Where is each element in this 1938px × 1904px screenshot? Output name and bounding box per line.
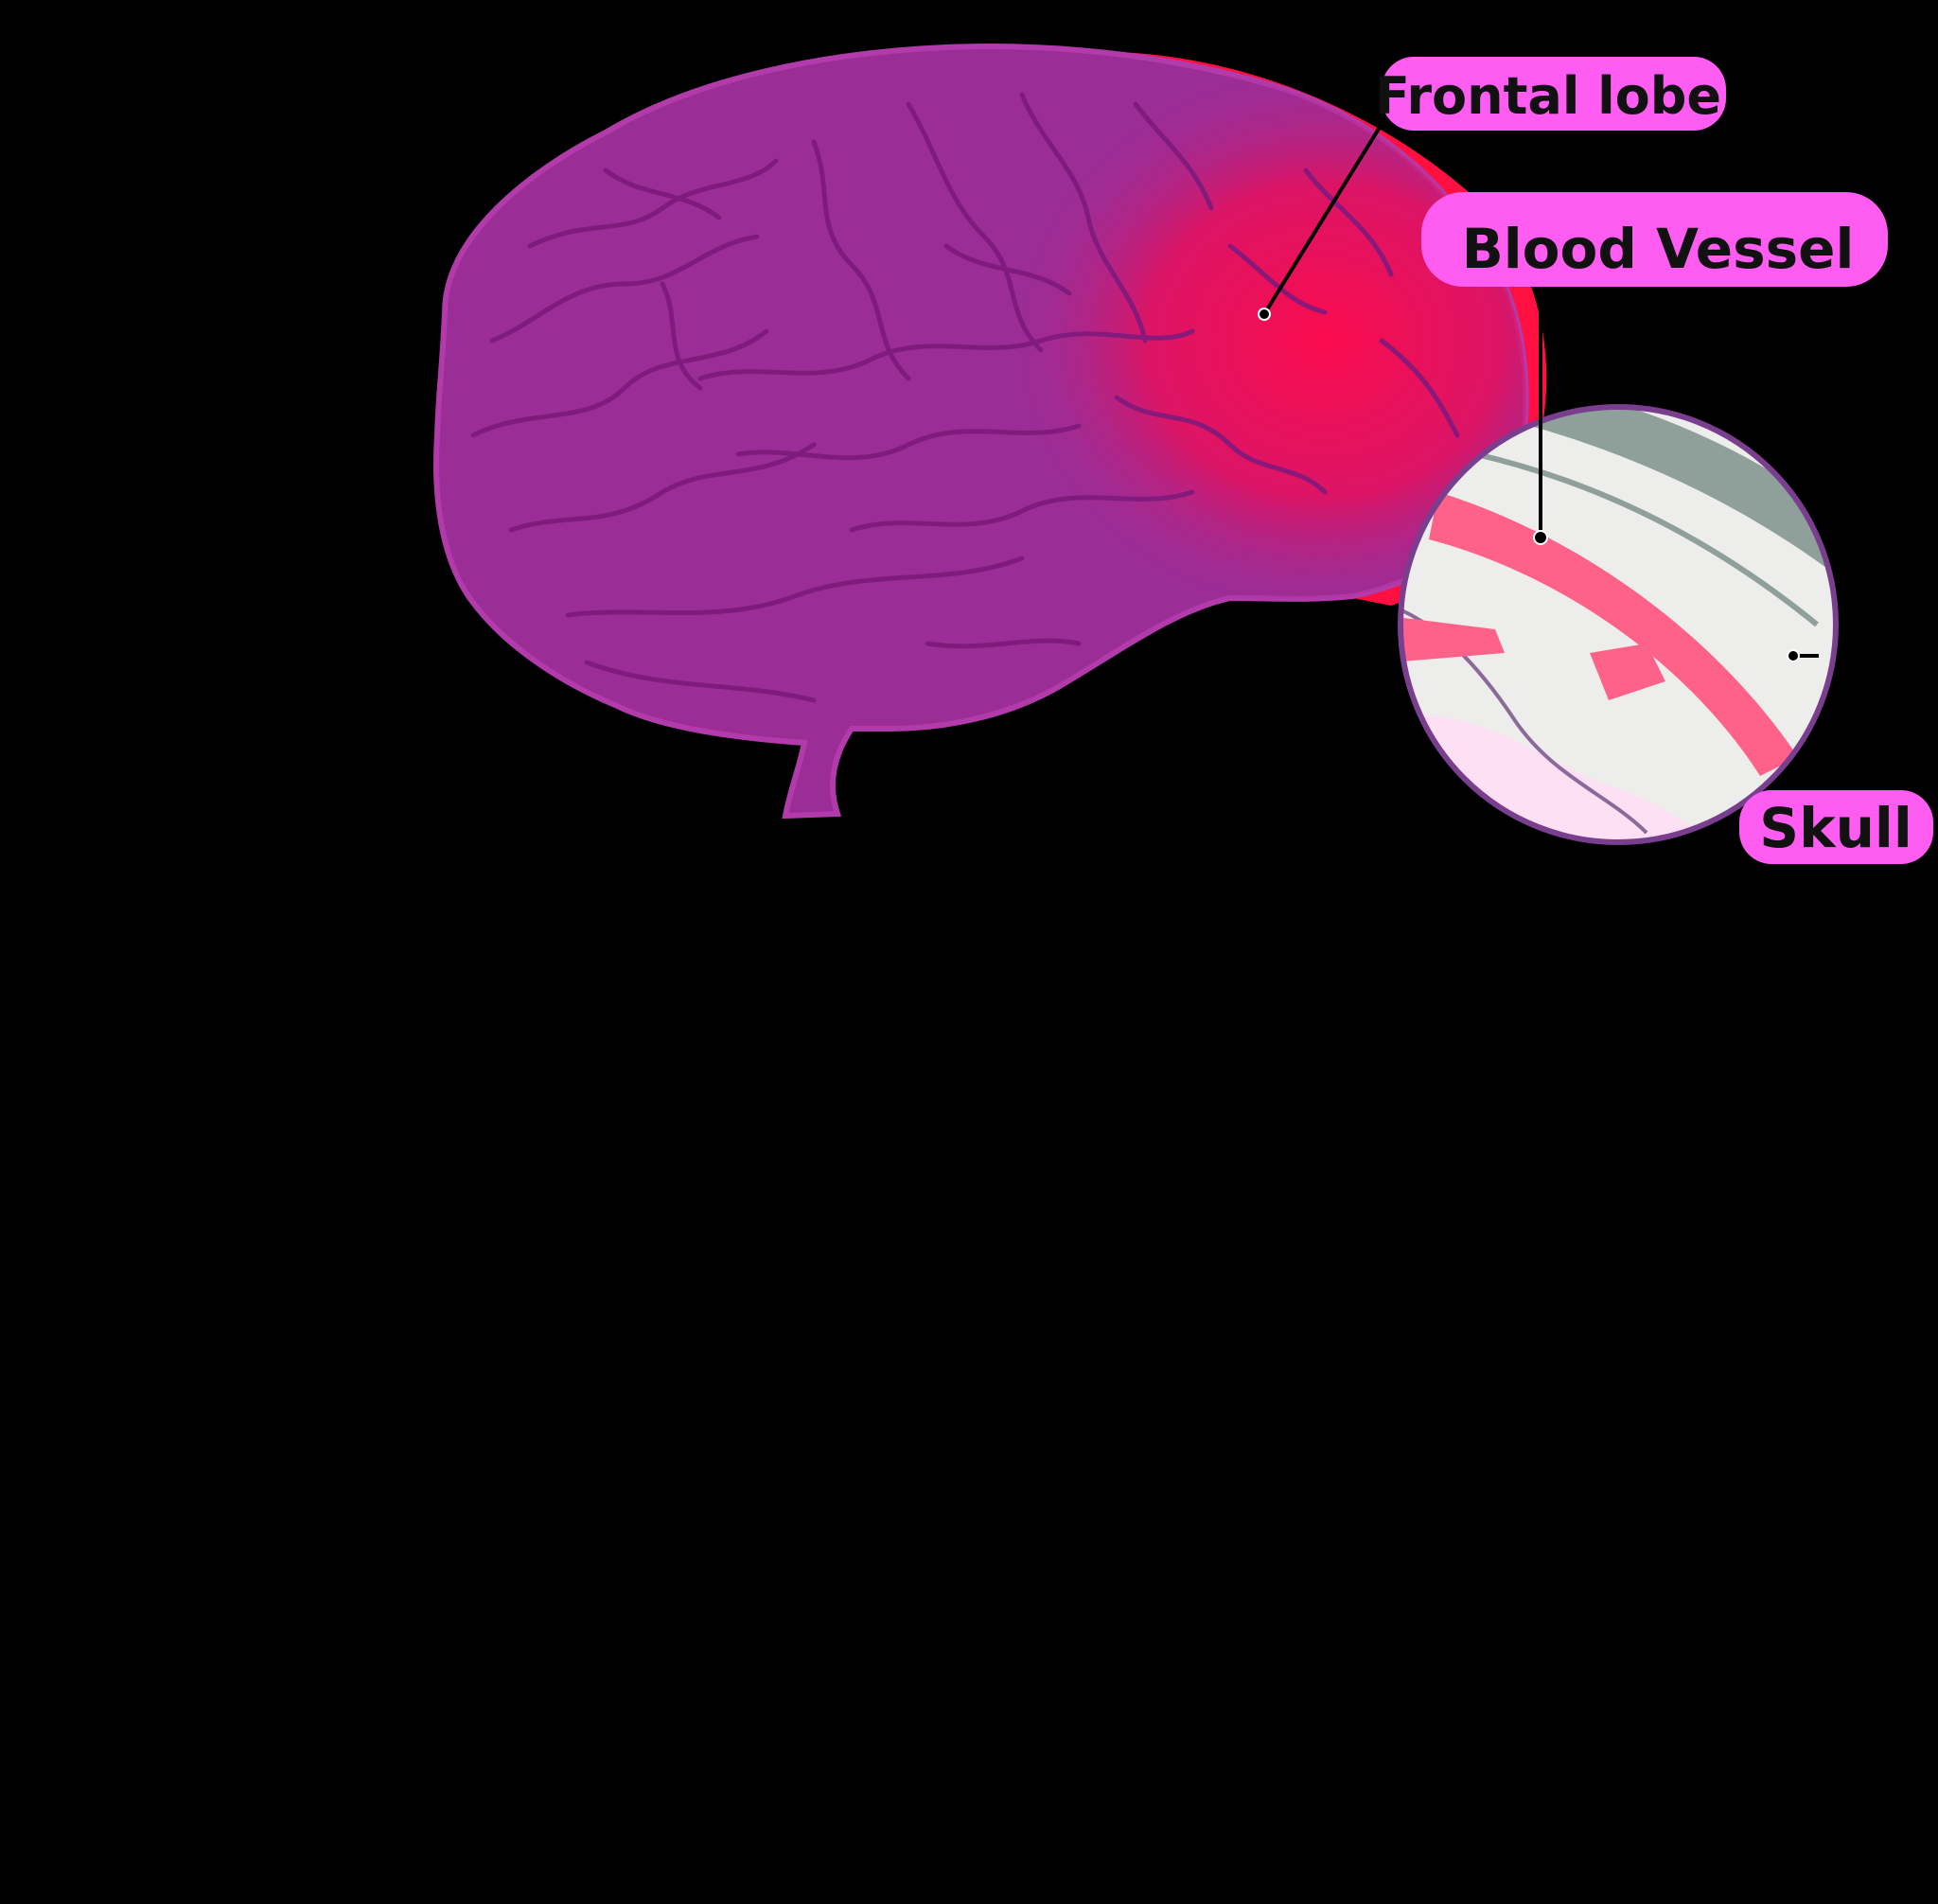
label-skull: Skull xyxy=(1739,790,1933,864)
label-blood-vessel: Blood Vessel xyxy=(1421,192,1888,287)
frontal-lobe-leader xyxy=(1262,107,1393,316)
blood-vessel-dot xyxy=(1533,530,1548,545)
skull-pill xyxy=(1739,790,1933,864)
zoom-lens-icon xyxy=(1398,404,1839,845)
brain-folds xyxy=(470,92,1460,703)
skull-dot xyxy=(1787,649,1800,662)
blood-vessel-pill xyxy=(1421,192,1888,287)
skull-text: Skull xyxy=(1759,796,1912,860)
label-frontal-lobe: Frontal lobe xyxy=(1375,57,1726,131)
blood-vessel-text: Blood Vessel xyxy=(1462,217,1855,281)
leader-dots xyxy=(1258,308,1800,662)
frontal-lobe-pill xyxy=(1382,57,1726,131)
frontal-lobe-dot xyxy=(1258,308,1271,321)
frontal-lobe-text: Frontal lobe xyxy=(1375,66,1721,126)
